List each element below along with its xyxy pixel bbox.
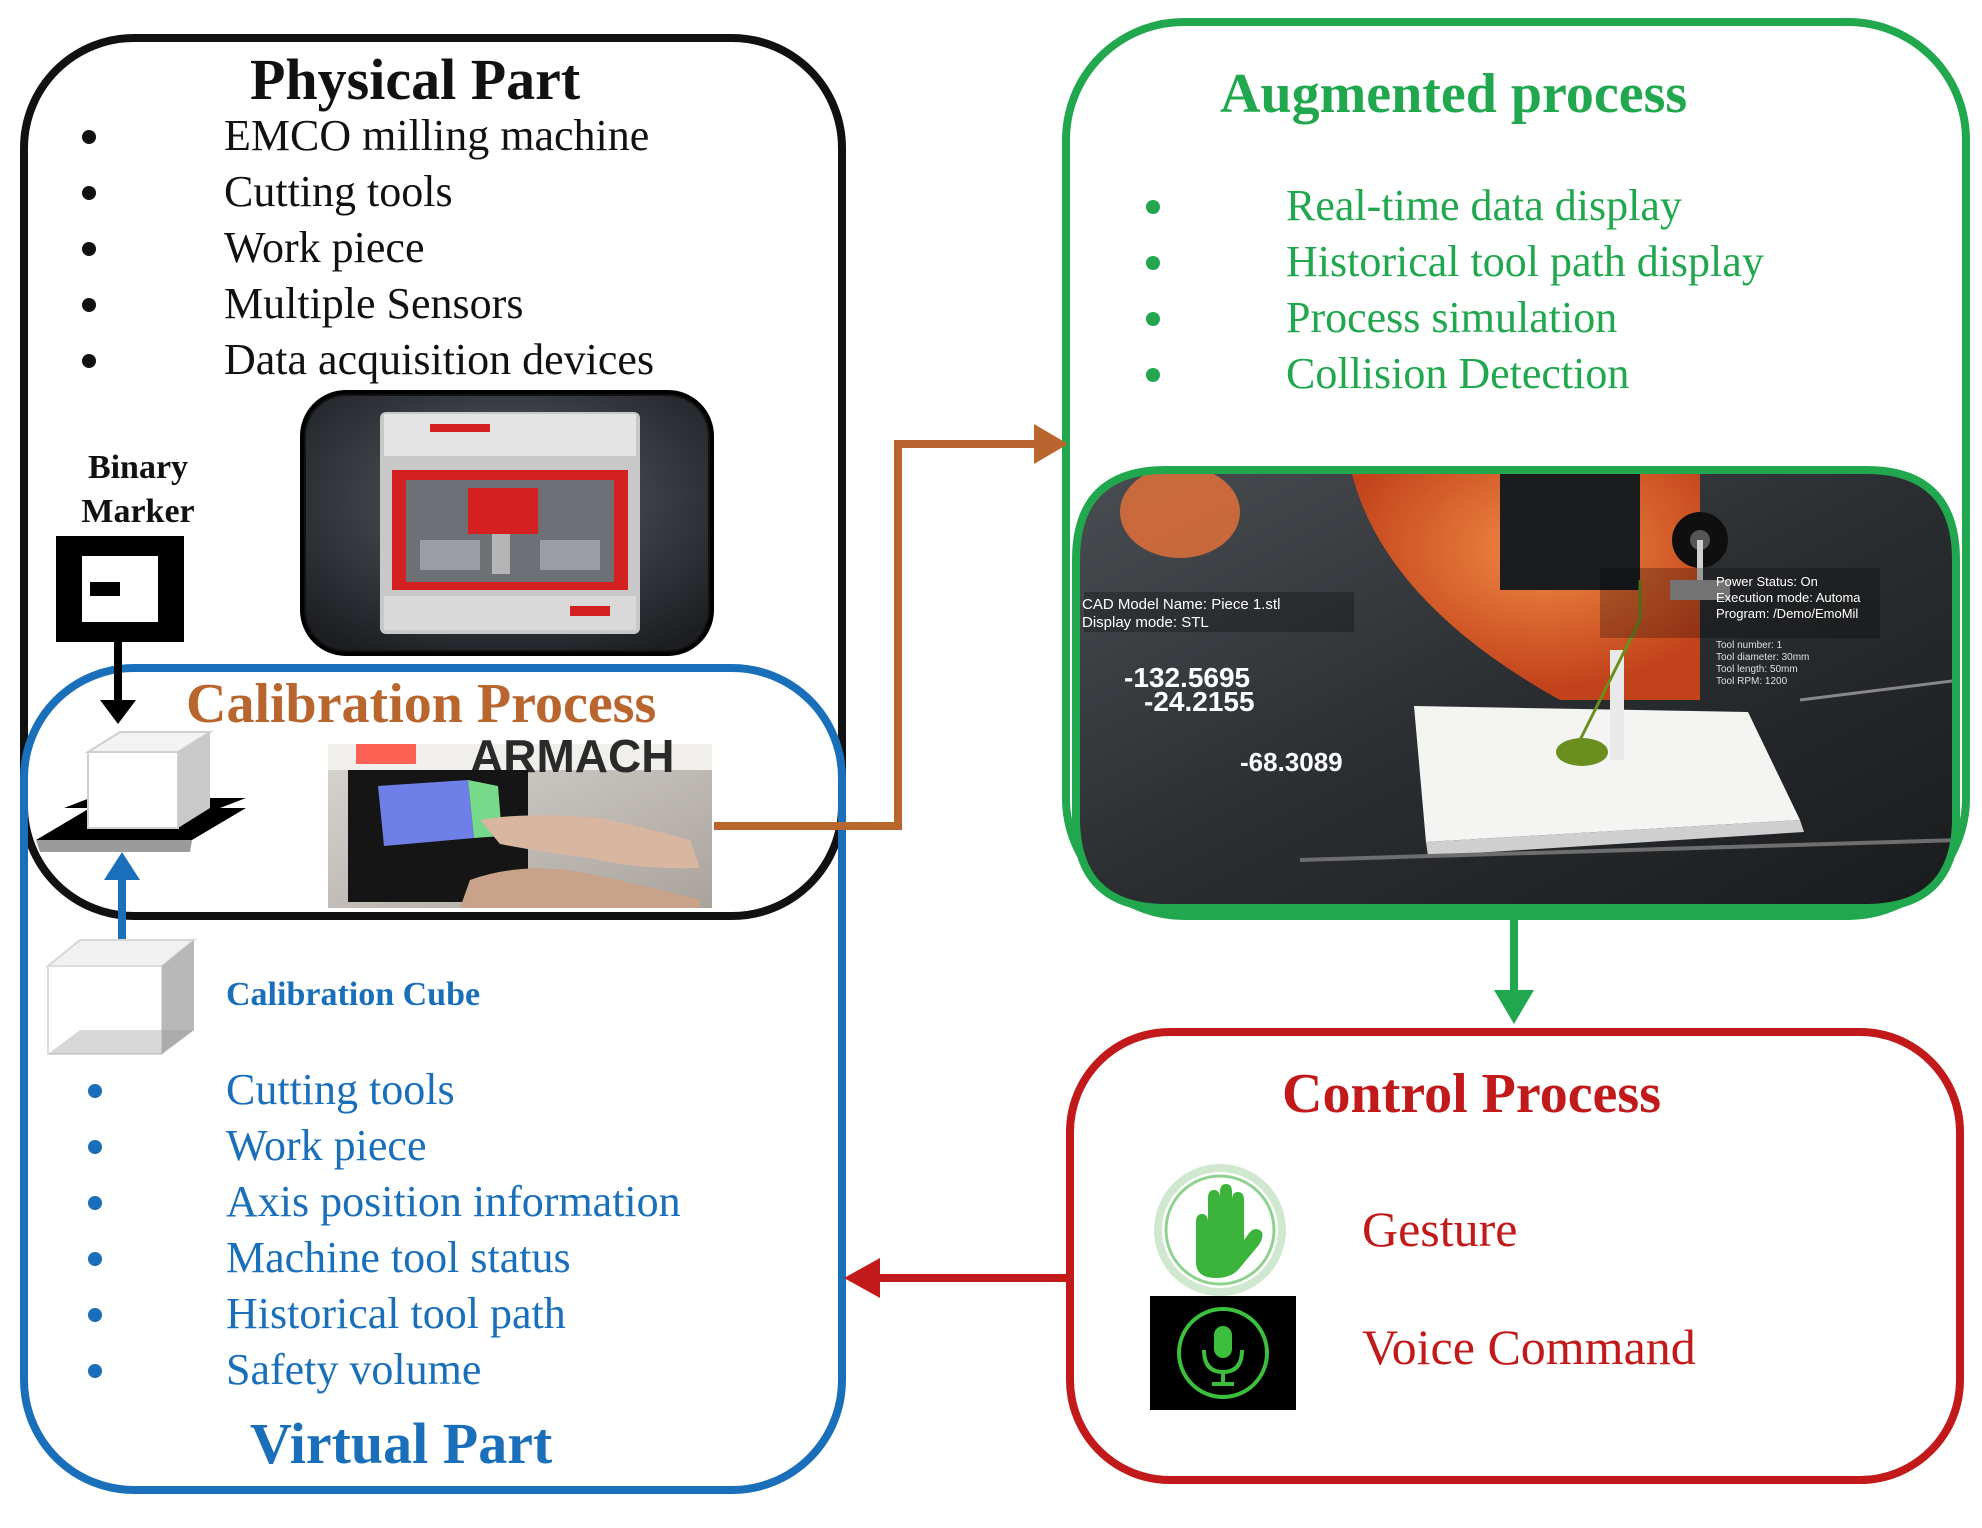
bullet-icon: [82, 354, 96, 368]
ar-coord-3: -68.3089: [1240, 747, 1343, 777]
binary-marker-label: Binary Marker: [81, 449, 195, 530]
calibration-platform-icon: [36, 731, 246, 852]
bullet-icon: [1146, 368, 1160, 382]
augmented-process-list: Real-time data display Historical tool p…: [1146, 178, 1764, 402]
calibration-cube-icon: [45, 939, 197, 1055]
list-item: Real-time data display: [1146, 178, 1764, 234]
physical-part-box: [20, 34, 846, 920]
ar-coord-1: -132.5695: [1124, 662, 1251, 693]
bullet-icon: [1146, 256, 1160, 270]
binary-marker-icon: [56, 536, 184, 642]
virtual-part-title: Virtual Part: [250, 1411, 553, 1476]
bullet-icon: [88, 1084, 102, 1098]
bullet-icon: [1146, 312, 1160, 326]
ar-status-info: Power Status: On Execution mode: Automa …: [1716, 574, 1861, 621]
bullet-icon: [82, 298, 96, 312]
list-item: Process simulation: [1146, 290, 1764, 346]
bullet-icon: [88, 1252, 102, 1266]
ar-view-image: [1072, 466, 1960, 912]
bullet-icon: [82, 130, 96, 144]
list-item: Historical tool path: [88, 1286, 681, 1342]
control-process-box: [1066, 1028, 1964, 1484]
ar-tool-info: Tool number: 1 Tool diameter: 30mm Tool …: [1716, 640, 1810, 687]
list-item: Cutting tools: [78, 164, 654, 220]
bullet-icon: [88, 1364, 102, 1378]
list-item: Machine tool status: [88, 1230, 681, 1286]
bullet-icon: [88, 1196, 102, 1210]
virtual-part-list: Cutting tools Work piece Axis position i…: [88, 1062, 681, 1398]
virtual-part-box: [20, 664, 846, 1494]
list-item: Historical tool path display: [1146, 234, 1764, 290]
voice-command-label: Voice Command: [1362, 1319, 1696, 1375]
calibration-cube-label: Calibration Cube: [226, 976, 481, 1013]
list-item: Data acquisition devices: [78, 332, 654, 388]
ar-coord-2: -24.2155: [1144, 686, 1255, 717]
list-item: Cutting tools: [88, 1062, 681, 1118]
physical-part-list: EMCO milling machine Cutting tools Work …: [78, 108, 654, 388]
bullet-icon: [88, 1308, 102, 1322]
control-process-title: Control Process: [1282, 1063, 1661, 1125]
ar-cad-info: CAD Model Name: Piece 1.stl Display mode…: [1082, 596, 1281, 631]
gesture-label: Gesture: [1362, 1201, 1518, 1257]
list-item: Work piece: [88, 1118, 681, 1174]
calibration-photo: ARMACH: [328, 730, 712, 908]
hand-gesture-icon: [1154, 1164, 1286, 1296]
microphone-icon: [1150, 1296, 1296, 1410]
list-item: Work piece: [78, 220, 654, 276]
physical-part-title: Physical Part: [250, 47, 581, 112]
list-item: Axis position information: [88, 1174, 681, 1230]
list-item: EMCO milling machine: [78, 108, 654, 164]
augmented-process-title: Augmented process: [1220, 63, 1688, 125]
list-item: Safety volume: [88, 1342, 681, 1398]
bullet-icon: [82, 186, 96, 200]
list-item: Multiple Sensors: [78, 276, 654, 332]
bullet-icon: [1146, 200, 1160, 214]
list-item: Collision Detection: [1146, 346, 1764, 402]
calibration-to-augmented-arrow: [714, 440, 1036, 830]
calibration-process-title: Calibration Process: [186, 673, 657, 735]
bullet-icon: [88, 1140, 102, 1154]
milling-machine-image: [300, 390, 714, 656]
bullet-icon: [82, 242, 96, 256]
